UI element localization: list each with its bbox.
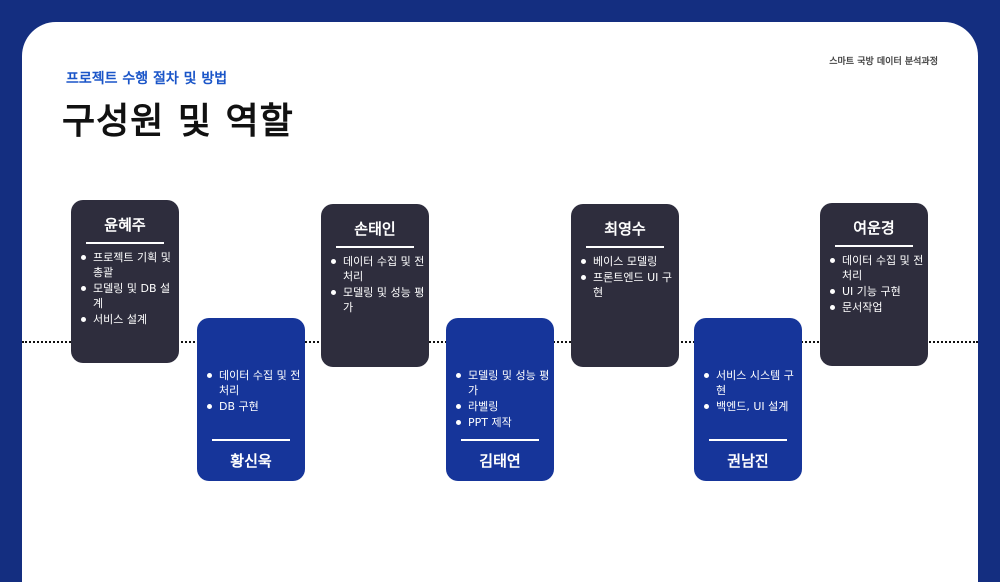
divider [461, 439, 539, 441]
role-list: 모델링 및 성능 평가 라벨링 PPT 제작 [454, 368, 550, 431]
member-name: 최영수 [604, 220, 646, 238]
role-list: 데이터 수집 및 전처리 모델링 및 성능 평가 [329, 254, 425, 316]
slide: 스마트 국방 데이터 분석과정 프로젝트 수행 절차 및 방법 구성원 및 역할… [22, 22, 978, 582]
role-list: 프로젝트 기획 및 총괄 모델링 및 DB 설계 서비스 설계 [79, 250, 175, 328]
role-item: 문서작업 [828, 300, 924, 315]
role-item: PPT 제작 [454, 415, 550, 430]
member-name: 여운경 [853, 219, 895, 237]
role-list: 서비스 시스템 구현 백엔드, UI 설계 [702, 368, 798, 415]
member-name: 김태연 [479, 452, 521, 470]
role-item: 프로젝트 기획 및 총괄 [79, 250, 175, 280]
role-item: 데이터 수집 및 전처리 [828, 253, 924, 283]
role-item: 백엔드, UI 설계 [702, 399, 798, 414]
member-name: 권남진 [727, 452, 769, 470]
role-list: 데이터 수집 및 전처리 UI 기능 구현 문서작업 [828, 253, 924, 316]
role-item: 서비스 설계 [79, 312, 175, 327]
member-card-4: 모델링 및 성능 평가 라벨링 PPT 제작 김태연 [446, 318, 554, 481]
role-item: 데이터 수집 및 전처리 [329, 254, 425, 284]
role-item: 데이터 수집 및 전처리 [205, 368, 301, 398]
divider [586, 246, 664, 248]
page-title: 구성원 및 역할 [62, 101, 294, 142]
divider [86, 242, 164, 244]
member-name: 손태인 [354, 220, 396, 238]
section-subtitle: 프로젝트 수행 절차 및 방법 [66, 71, 228, 87]
role-item: 모델링 및 성능 평가 [454, 368, 550, 398]
role-item: 베이스 모델링 [579, 254, 675, 269]
member-card-5: 최영수 베이스 모델링 프론트엔드 UI 구현 [571, 204, 679, 367]
course-name: 스마트 국방 데이터 분석과정 [829, 57, 938, 67]
member-name: 윤혜주 [104, 216, 146, 234]
role-item: 프론트엔드 UI 구현 [579, 270, 675, 300]
role-item: 서비스 시스템 구현 [702, 368, 798, 398]
divider [835, 245, 913, 247]
divider [709, 439, 787, 441]
role-item: DB 구현 [205, 399, 301, 414]
member-card-6: 서비스 시스템 구현 백엔드, UI 설계 권남진 [694, 318, 802, 481]
member-card-1: 윤혜주 프로젝트 기획 및 총괄 모델링 및 DB 설계 서비스 설계 [71, 200, 179, 363]
role-item: 라벨링 [454, 399, 550, 414]
member-card-3: 손태인 데이터 수집 및 전처리 모델링 및 성능 평가 [321, 204, 429, 367]
role-item: 모델링 및 DB 설계 [79, 281, 175, 311]
role-item: 모델링 및 성능 평가 [329, 285, 425, 315]
role-item: UI 기능 구현 [828, 284, 924, 299]
role-list: 데이터 수집 및 전처리 DB 구현 [205, 368, 301, 415]
member-name: 황신욱 [230, 452, 272, 470]
member-card-2: 데이터 수집 및 전처리 DB 구현 황신욱 [197, 318, 305, 481]
divider [336, 246, 414, 248]
role-list: 베이스 모델링 프론트엔드 UI 구현 [579, 254, 675, 301]
divider [212, 439, 290, 441]
member-card-7: 여운경 데이터 수집 및 전처리 UI 기능 구현 문서작업 [820, 203, 928, 366]
